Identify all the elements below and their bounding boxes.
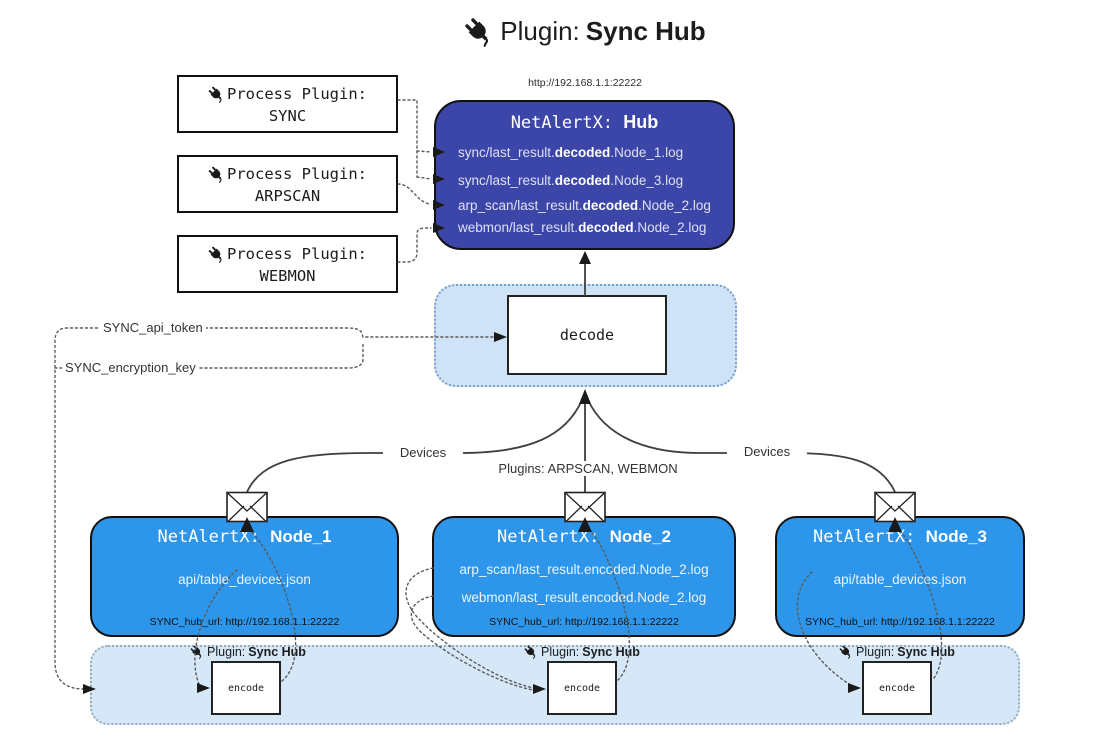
hub-title-name: Hub bbox=[623, 112, 659, 132]
process-plugin-sync-box: Process Plugin: SYNC bbox=[177, 75, 398, 133]
node-hub-url: SYNC_hub_url: http://192.168.1.1:22222 bbox=[805, 616, 995, 628]
plug-icon bbox=[208, 166, 225, 183]
process-plugin-arpscan-box: Process Plugin: ARPSCAN bbox=[177, 155, 398, 213]
devices-right-label: Devices bbox=[727, 444, 807, 459]
sync-api-token-label: SYNC_api_token bbox=[100, 320, 206, 335]
hub-url-label: http://192.168.1.1:22222 bbox=[528, 77, 642, 89]
edge-sync-to-hub-branch2 bbox=[416, 176, 432, 180]
process-plugin-name: SYNC bbox=[268, 107, 307, 126]
node-file: api/table_devices.json bbox=[833, 572, 967, 587]
plug-icon bbox=[208, 86, 225, 103]
hub-log-line: arp_scan/last_result.decoded.Node_2.log bbox=[458, 198, 711, 213]
node-3-box: NetAlertX: Node_3 api/table_devices.json… bbox=[775, 516, 1025, 637]
page-title: Plugin: Sync Hub bbox=[375, 16, 795, 47]
edge-arpscan-to-hub bbox=[397, 183, 431, 205]
process-plugin-name: WEBMON bbox=[259, 267, 316, 286]
process-plugin-label: Process Plugin: bbox=[227, 165, 367, 183]
decode-label: decode bbox=[559, 326, 615, 344]
encode-box: encode bbox=[862, 661, 932, 715]
title-name: Sync Hub bbox=[585, 16, 706, 46]
process-plugin-label: Process Plugin: bbox=[227, 245, 367, 263]
plug-icon bbox=[464, 17, 494, 47]
node-hub-url: SYNC_hub_url: http://192.168.1.1:22222 bbox=[149, 616, 340, 628]
plug-icon bbox=[524, 645, 538, 659]
hub-log-line: sync/last_result.decoded.Node_3.log bbox=[458, 173, 684, 188]
node-hub-url: SYNC_hub_url: http://192.168.1.1:22222 bbox=[489, 616, 679, 628]
hub-log-line: sync/last_result.decoded.Node_1.log bbox=[458, 145, 684, 160]
encoder-plugin-label: Plugin:Sync Hub bbox=[168, 645, 328, 659]
sync-encryption-key-label: SYNC_encryption_key bbox=[62, 360, 199, 375]
node-file: api/table_devices.json bbox=[178, 572, 311, 587]
encode-box: encode bbox=[211, 661, 281, 715]
node-title: NetAlertX: Node_1 bbox=[157, 527, 332, 547]
hub-title-prefix: NetAlertX: bbox=[510, 113, 614, 133]
node-file: webmon/last_result.encoded.Node_2.log bbox=[461, 590, 707, 605]
node-title: NetAlertX: Node_2 bbox=[496, 527, 672, 547]
title-prefix: Plugin: bbox=[500, 16, 580, 46]
encode-box: encode bbox=[547, 661, 617, 715]
devices-left-label: Devices bbox=[383, 445, 463, 460]
edge-webmon-to-hub bbox=[397, 227, 432, 263]
process-plugin-name: ARPSCAN bbox=[254, 187, 321, 206]
plug-icon bbox=[208, 246, 225, 263]
hub-log-line: webmon/last_result.decoded.Node_2.log bbox=[458, 220, 707, 235]
arrowhead-devices-to-decode bbox=[579, 389, 591, 404]
hub-box: NetAlertX: Hub sync/last_result.decoded.… bbox=[434, 100, 735, 250]
hub-title: NetAlertX: Hub bbox=[436, 112, 733, 133]
node-1-box: NetAlertX: Node_1 api/table_devices.json… bbox=[90, 516, 399, 637]
encoder-plugin-label: Plugin:Sync Hub bbox=[817, 645, 977, 659]
plug-icon bbox=[190, 645, 204, 659]
plugins-center-label: Plugins: ARPSCAN, WEBMON bbox=[487, 461, 689, 476]
edge-sync-to-hub bbox=[397, 99, 418, 178]
encode-label: encode bbox=[227, 682, 265, 694]
node-2-box: NetAlertX: Node_2 arp_scan/last_result.e… bbox=[432, 516, 736, 637]
decode-box: decode bbox=[507, 295, 667, 375]
edge-sync-to-hub-branch1 bbox=[416, 150, 432, 153]
node-title: NetAlertX: Node_3 bbox=[812, 527, 988, 547]
process-plugin-webmon-box: Process Plugin: WEBMON bbox=[177, 235, 398, 293]
node-file: arp_scan/last_result.encoded.Node_2.log bbox=[459, 562, 709, 577]
plug-icon bbox=[839, 645, 853, 659]
arrowhead-decode-to-hub bbox=[579, 251, 591, 264]
process-plugin-label: Process Plugin: bbox=[227, 85, 367, 103]
encoder-plugin-label: Plugin:Sync Hub bbox=[502, 645, 662, 659]
encode-label: encode bbox=[878, 682, 916, 694]
encode-label: encode bbox=[563, 682, 601, 694]
